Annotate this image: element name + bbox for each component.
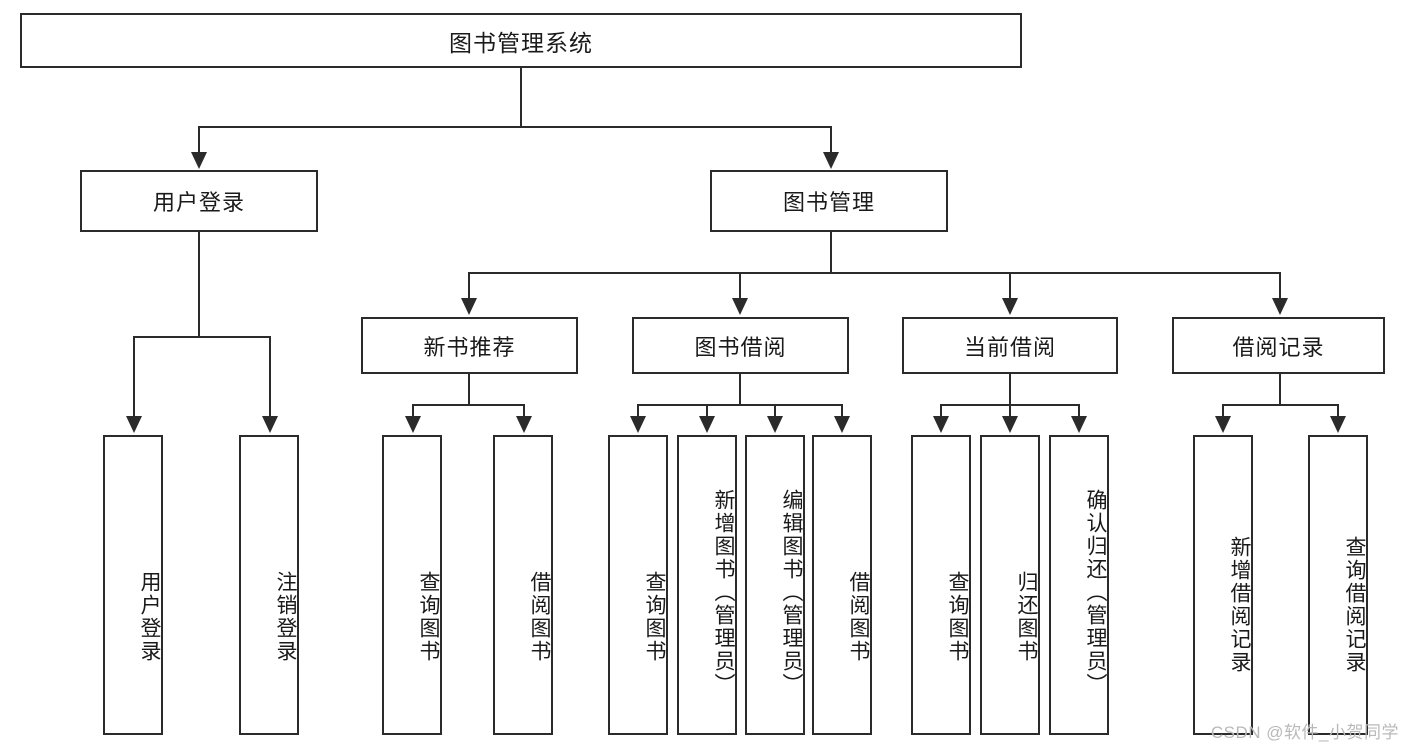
node-new-book-recommend[interactable]: 新书推荐 xyxy=(361,317,578,374)
leaf-user-logout[interactable]: 注销登录 xyxy=(239,435,299,735)
arrow-book-manage-child-3 xyxy=(1002,298,1018,315)
arrow-book-manage-child-2 xyxy=(732,298,748,315)
arrow-borrow-record-leaf-1 xyxy=(1215,416,1231,433)
arrow-new-book-leaf-2 xyxy=(516,416,532,433)
connector-book-manage-bus xyxy=(468,272,1280,274)
leaf-confirm-return[interactable]: 确认归还（管理员） xyxy=(1049,435,1109,735)
connector-book-manage-drop-4 xyxy=(1279,272,1281,300)
leaf-label: 注销登录 xyxy=(274,571,297,663)
arrow-current-borrow-leaf-2 xyxy=(1002,416,1018,433)
node-borrow-record[interactable]: 借阅记录 xyxy=(1172,317,1385,374)
connector-new-book-drop-2 xyxy=(523,404,525,418)
node-book-manage[interactable]: 图书管理 xyxy=(710,170,948,232)
leaf-label: 新增借阅记录 xyxy=(1228,536,1251,674)
arrow-root-to-user-login xyxy=(191,152,207,169)
connector-user-login-bus xyxy=(133,336,270,338)
node-book-borrow[interactable]: 图书借阅 xyxy=(632,317,849,374)
connector-borrow-record-drop-1 xyxy=(1222,404,1224,418)
leaf-label: 查询借阅记录 xyxy=(1343,536,1366,674)
arrow-current-borrow-leaf-1 xyxy=(933,416,949,433)
connector-borrow-record-bus xyxy=(1222,404,1339,406)
connector-book-borrow-drop-1 xyxy=(637,404,639,418)
leaf-borrow-book-2[interactable]: 借阅图书 xyxy=(812,435,872,735)
arrow-book-borrow-leaf-2 xyxy=(699,416,715,433)
leaf-label: 查询图书 xyxy=(643,571,666,663)
leaf-query-book-2[interactable]: 查询图书 xyxy=(608,435,668,735)
connector-book-manage-drop-2 xyxy=(739,272,741,300)
arrow-user-login-leaf-2 xyxy=(262,416,278,433)
arrow-user-login-leaf-1 xyxy=(126,416,142,433)
connector-book-borrow-drop-2 xyxy=(706,404,708,418)
node-root-system[interactable]: 图书管理系统 xyxy=(20,13,1022,68)
leaf-label: 归还图书 xyxy=(1015,571,1038,663)
leaf-label: 借阅图书 xyxy=(528,571,551,663)
leaf-query-book-1[interactable]: 查询图书 xyxy=(382,435,442,735)
arrow-book-borrow-leaf-1 xyxy=(630,416,646,433)
connector-book-manage-drop-1 xyxy=(468,272,470,300)
connector-root-stem xyxy=(520,68,522,128)
leaf-edit-book[interactable]: 编辑图书（管理员） xyxy=(745,435,805,735)
leaf-label: 借阅图书 xyxy=(847,571,870,663)
connector-current-borrow-drop-3 xyxy=(1078,404,1080,418)
arrow-new-book-leaf-1 xyxy=(405,416,421,433)
connector-user-login-stem xyxy=(198,232,200,337)
connector-book-manage-stem xyxy=(830,232,832,274)
leaf-label: 查询图书 xyxy=(417,571,440,663)
leaf-borrow-book-1[interactable]: 借阅图书 xyxy=(493,435,553,735)
connector-user-login-drop-2 xyxy=(269,336,271,418)
connector-borrow-record-stem xyxy=(1279,374,1281,406)
leaf-add-record[interactable]: 新增借阅记录 xyxy=(1193,435,1253,735)
leaf-label: 用户登录 xyxy=(138,571,161,663)
connector-book-manage-drop-3 xyxy=(1009,272,1011,300)
watermark-text: CSDN @软件_小贺同学 xyxy=(1210,723,1399,742)
leaf-label: 确认归还（管理员） xyxy=(1084,488,1107,696)
connector-current-borrow-drop-2 xyxy=(1009,404,1011,418)
connector-current-borrow-drop-1 xyxy=(940,404,942,418)
connector-root-to-book-manage xyxy=(830,126,832,154)
arrow-current-borrow-leaf-3 xyxy=(1071,416,1087,433)
connector-book-borrow-drop-3 xyxy=(774,404,776,418)
leaf-query-record[interactable]: 查询借阅记录 xyxy=(1308,435,1368,735)
leaf-user-login[interactable]: 用户登录 xyxy=(103,435,163,735)
connector-current-borrow-stem xyxy=(1009,374,1011,406)
leaf-label: 编辑图书（管理员） xyxy=(780,488,803,696)
arrow-book-borrow-leaf-3 xyxy=(767,416,783,433)
connector-book-borrow-drop-4 xyxy=(841,404,843,418)
connector-new-book-stem xyxy=(468,374,470,406)
arrow-book-manage-child-4 xyxy=(1272,298,1288,315)
connector-new-book-drop-1 xyxy=(412,404,414,418)
connector-borrow-record-drop-2 xyxy=(1337,404,1339,418)
leaf-label: 新增图书（管理员） xyxy=(712,488,735,696)
node-user-login[interactable]: 用户登录 xyxy=(80,170,318,232)
leaf-label: 查询图书 xyxy=(946,571,969,663)
leaf-return-book[interactable]: 归还图书 xyxy=(980,435,1040,735)
connector-new-book-bus xyxy=(412,404,525,406)
connector-root-bus xyxy=(198,126,832,128)
leaf-add-book[interactable]: 新增图书（管理员） xyxy=(677,435,737,735)
arrow-borrow-record-leaf-2 xyxy=(1330,416,1346,433)
connector-user-login-drop-1 xyxy=(133,336,135,418)
connector-book-borrow-stem xyxy=(739,374,741,406)
node-current-borrow[interactable]: 当前借阅 xyxy=(902,317,1118,374)
arrow-root-to-book-manage xyxy=(823,152,839,169)
arrow-book-borrow-leaf-4 xyxy=(834,416,850,433)
connector-book-borrow-bus xyxy=(637,404,842,406)
connector-root-to-user-login xyxy=(198,126,200,154)
arrow-book-manage-child-1 xyxy=(461,298,477,315)
leaf-query-book-3[interactable]: 查询图书 xyxy=(911,435,971,735)
